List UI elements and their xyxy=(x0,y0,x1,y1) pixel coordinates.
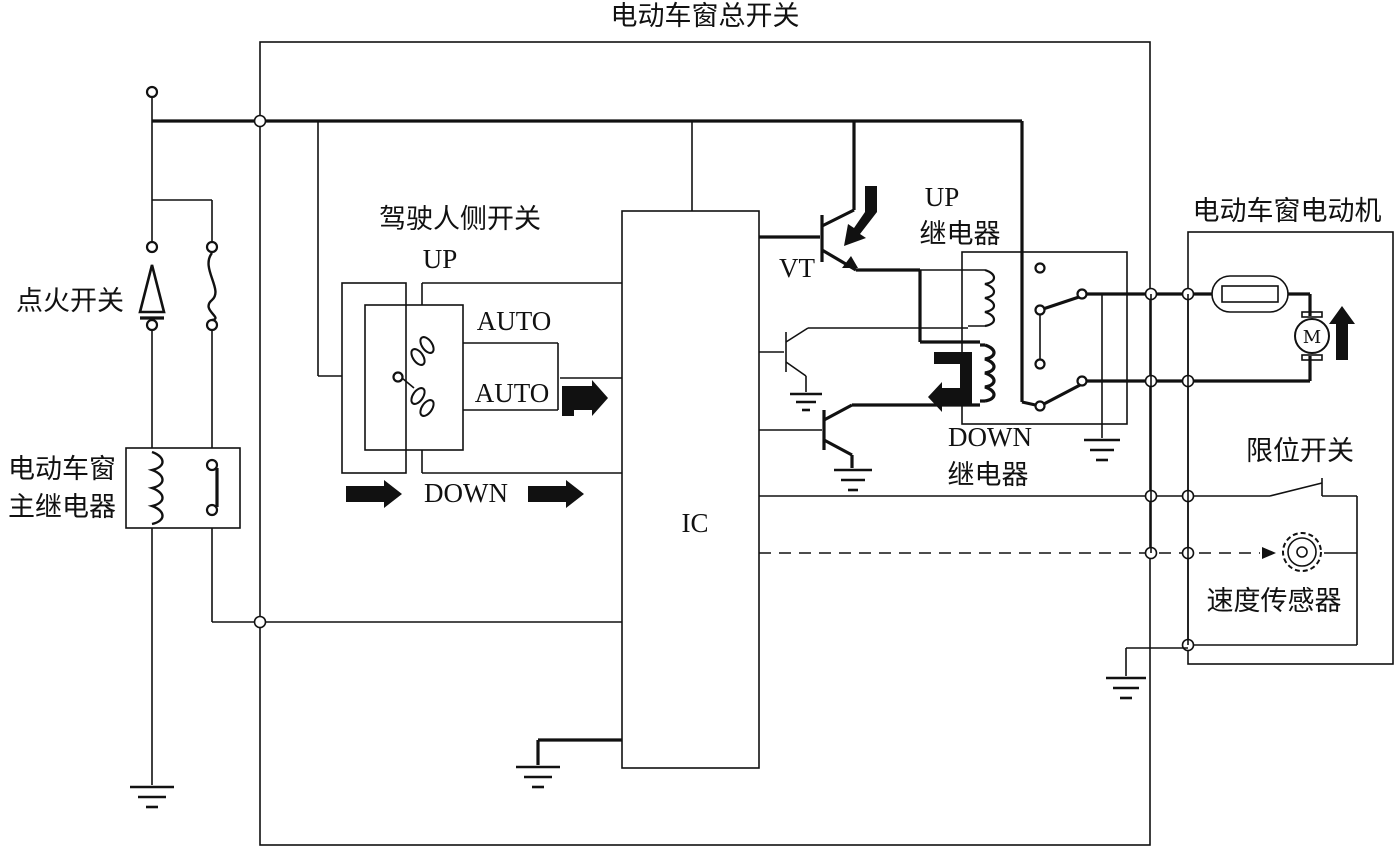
ic-label: IC xyxy=(682,508,709,538)
down-relay-label: 继电器 xyxy=(948,460,1029,491)
ground-symbol xyxy=(130,785,174,809)
current-flow-arrow xyxy=(844,186,877,246)
ignition-switch-label: 点火开关 xyxy=(16,286,124,317)
transistor-mid xyxy=(759,327,968,412)
transistor-vt xyxy=(759,121,980,344)
ic-block xyxy=(621,210,760,769)
down-signal-arrow-right xyxy=(528,480,584,508)
motor xyxy=(1294,318,1330,354)
junction-node xyxy=(253,114,267,128)
down-relay-current-arrow xyxy=(928,352,972,412)
ground-symbol xyxy=(516,765,560,789)
speed-sensor-gear-icon xyxy=(1282,532,1322,572)
master-switch-box xyxy=(259,41,1151,846)
relay-box xyxy=(920,251,1128,462)
supply-wiring xyxy=(145,85,622,785)
down-label: DOWN xyxy=(424,478,508,508)
down-signal-arrow-left xyxy=(346,480,402,508)
ignition-switch xyxy=(138,240,166,332)
motor-symbol-label: M xyxy=(1303,327,1321,348)
master-switch-label: 电动车窗总开关 xyxy=(611,1,800,32)
auto-signal-arrow xyxy=(562,380,608,416)
main-relay-label: 电动车窗 xyxy=(8,454,116,485)
up-relay-label: UP xyxy=(925,182,960,212)
main-relay xyxy=(125,447,241,529)
fuse xyxy=(205,240,219,332)
limit-switch-label: 限位开关 xyxy=(1246,436,1354,467)
junction-node xyxy=(253,615,267,629)
circuit-breaker xyxy=(1211,275,1310,313)
down-relay-label: DOWN xyxy=(948,422,1032,452)
driver-side-switch xyxy=(317,121,622,474)
auto-up-label: AUTO xyxy=(477,306,552,336)
auto-down-label: AUTO xyxy=(475,378,550,408)
up-label: UP xyxy=(423,244,458,274)
motor-direction-arrow xyxy=(1329,306,1355,360)
motor-title-label: 电动车窗电动机 xyxy=(1193,196,1382,227)
ground-symbol xyxy=(1106,676,1146,700)
speed-sensor-label: 速度传感器 xyxy=(1207,586,1342,617)
main-relay-label: 主继电器 xyxy=(8,492,116,523)
up-relay-label: 继电器 xyxy=(920,219,1001,250)
vt-label: VT xyxy=(779,253,815,283)
driver-switch-label: 驾驶人侧开关 xyxy=(379,204,541,235)
